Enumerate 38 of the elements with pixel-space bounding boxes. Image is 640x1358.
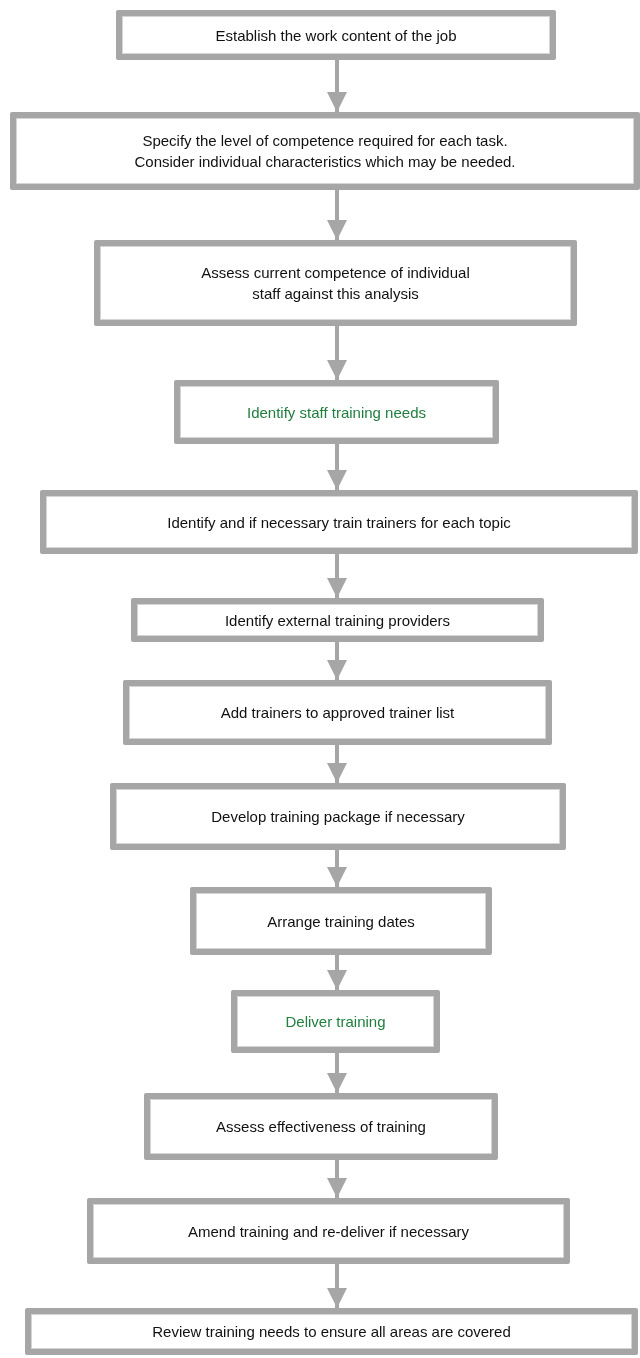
arrow (327, 850, 347, 887)
process-box (40, 490, 638, 554)
step-text: Specify the level of competence required for each task. Consider individual characteristics which may be needed. (133, 131, 517, 172)
process-box (10, 112, 640, 190)
process-box (190, 887, 492, 955)
arrow (327, 745, 347, 783)
process-box (116, 10, 556, 60)
arrow (327, 955, 347, 990)
arrow (327, 1160, 347, 1198)
arrow (327, 1053, 347, 1093)
step-text: Develop training package if necessary (211, 807, 465, 827)
arrow (327, 642, 347, 680)
link-text: Identify staff training needs (247, 402, 426, 423)
step-text: Amend training and re-deliver if necessary (188, 1221, 469, 1242)
arrow (327, 190, 347, 240)
arrow (327, 554, 347, 598)
process-box (231, 990, 440, 1053)
process-box (25, 1308, 638, 1355)
step-text: Add trainers to approved trainer list (220, 703, 455, 723)
step-text: Identify external training providers (224, 610, 451, 631)
step-text: Assess current competence of individual staff against this analysis (200, 263, 471, 304)
step-text: Establish the work content of the job (215, 25, 457, 46)
arrow (327, 326, 347, 380)
process-box (94, 240, 577, 326)
step-text: Arrange training dates (267, 911, 415, 932)
process-box (131, 598, 544, 642)
step-text: Review training needs to ensure all areas are covered (152, 1322, 511, 1342)
arrow (327, 444, 347, 490)
step-text: Assess effectiveness of training (216, 1117, 426, 1137)
process-box (123, 680, 552, 745)
step-text: Identify and if necessary train trainers for each topic (167, 512, 511, 533)
arrow (327, 1264, 347, 1308)
arrow (327, 60, 347, 112)
process-box (144, 1093, 498, 1160)
process-box (110, 783, 566, 850)
link-text: Deliver training (285, 1012, 386, 1032)
process-box (174, 380, 499, 444)
process-box (87, 1198, 570, 1264)
